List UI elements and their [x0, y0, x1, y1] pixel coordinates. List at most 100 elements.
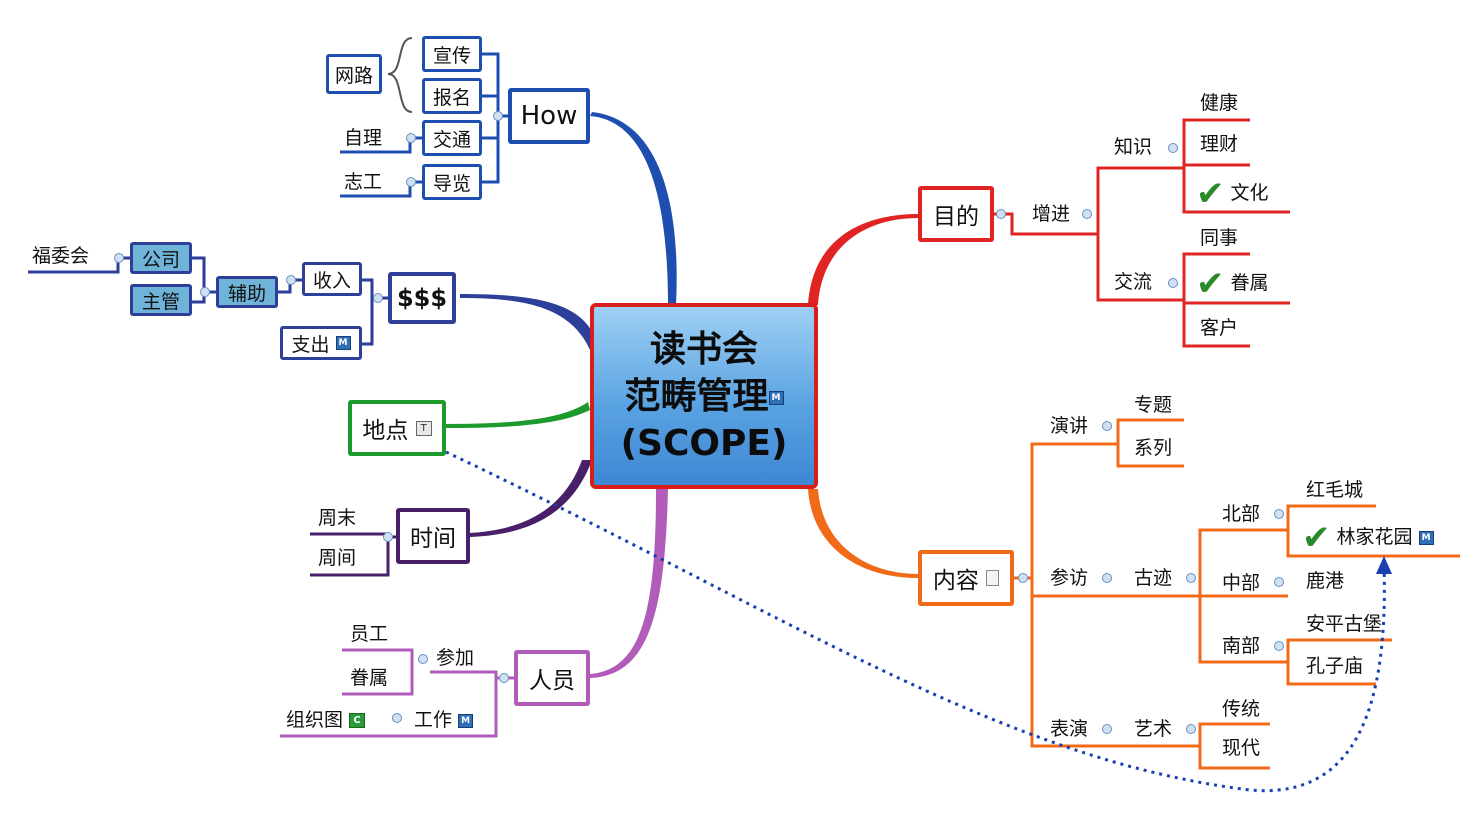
collapse-icon[interactable] — [1102, 421, 1112, 431]
topic-confucius-temple[interactable]: 孔子庙 — [1306, 655, 1364, 677]
topic-internet[interactable]: 网路 — [326, 54, 382, 94]
topic-guide[interactable]: 导览 — [422, 164, 482, 200]
collapse-icon[interactable] — [1274, 577, 1284, 587]
branch-how — [590, 112, 677, 305]
collapse-icon[interactable] — [418, 654, 428, 664]
topic-weekday[interactable]: 周间 — [318, 547, 357, 569]
topic-join[interactable]: 参加 — [436, 647, 475, 669]
collapse-icon[interactable] — [1102, 724, 1112, 734]
central-topic-line1: 读书会 — [649, 328, 758, 370]
topic-modern[interactable]: 现代 — [1222, 737, 1261, 759]
topic-heritage[interactable]: 古迹 — [1134, 567, 1173, 589]
topic-money[interactable]: $$$ — [388, 272, 456, 324]
topic-weekend[interactable]: 周末 — [318, 507, 357, 529]
topic-company[interactable]: 公司 — [130, 242, 192, 274]
topic-transport[interactable]: 交通 — [422, 120, 482, 156]
topic-welfare-committee[interactable]: 福委会 — [32, 245, 90, 267]
topic-lecture[interactable]: 演讲 — [1050, 415, 1089, 437]
topic-client[interactable]: 客户 — [1200, 317, 1239, 339]
collapse-icon[interactable] — [1274, 509, 1284, 519]
collapse-icon[interactable] — [1186, 724, 1196, 734]
marker-icon[interactable]: M — [458, 713, 474, 728]
checkmark-icon[interactable]: ✔ — [1302, 517, 1331, 558]
topic-visit[interactable]: 参访 — [1050, 567, 1089, 589]
topic-manager[interactable]: 主管 — [130, 284, 192, 316]
topic-publicity[interactable]: 宣传 — [422, 36, 482, 72]
note-icon[interactable] — [986, 570, 1000, 586]
topic-knowledge[interactable]: 知识 — [1114, 136, 1153, 158]
collapse-icon[interactable] — [406, 133, 416, 143]
collapse-icon[interactable] — [1018, 573, 1028, 583]
collapse-icon[interactable] — [1168, 278, 1178, 288]
topic-lin-garden[interactable]: ✔林家花园 M — [1302, 520, 1434, 555]
branch-place — [446, 402, 590, 428]
checkmark-icon[interactable]: ✔ — [1196, 263, 1225, 304]
collapse-icon[interactable] — [1186, 573, 1196, 583]
topic-performance[interactable]: 表演 — [1050, 718, 1089, 740]
topic-income[interactable]: 收入 — [302, 262, 362, 296]
collapse-icon[interactable] — [406, 177, 416, 187]
topic-expense[interactable]: 支出 M — [280, 326, 362, 360]
marker-icon[interactable]: M — [768, 390, 784, 405]
branch-money — [460, 294, 596, 350]
collapse-icon[interactable] — [1082, 209, 1092, 219]
branch-purpose — [808, 214, 918, 305]
relation-place-lin-garden — [445, 450, 1386, 793]
branch-time — [470, 460, 592, 537]
topic-culture[interactable]: ✔文化 — [1196, 173, 1269, 214]
topic-family[interactable]: ✔眷属 — [1196, 263, 1269, 304]
topic-south[interactable]: 南部 — [1222, 635, 1261, 657]
topic-work[interactable]: 工作 M — [414, 708, 474, 732]
collapse-icon[interactable] — [499, 673, 509, 683]
topic-time[interactable]: 时间 — [396, 508, 470, 564]
collapse-icon[interactable] — [1102, 573, 1112, 583]
topic-health[interactable]: 健康 — [1200, 92, 1239, 114]
topic-red-fort[interactable]: 红毛城 — [1306, 479, 1364, 501]
relation-arrowhead — [1376, 556, 1392, 574]
branch-people — [590, 489, 668, 678]
topic-purpose[interactable]: 目的 — [918, 186, 994, 242]
collapse-icon[interactable] — [1168, 143, 1178, 153]
collapse-icon[interactable] — [1274, 641, 1284, 651]
collapse-icon[interactable] — [373, 293, 383, 303]
topic-north[interactable]: 北部 — [1222, 503, 1261, 525]
collapse-icon[interactable] — [383, 532, 393, 542]
topic-self-arranged[interactable]: 自理 — [344, 127, 383, 149]
collapse-icon[interactable] — [114, 253, 124, 263]
topic-people[interactable]: 人员 — [514, 650, 590, 706]
checkmark-icon[interactable]: ✔ — [1196, 173, 1225, 214]
topic-series[interactable]: 系列 — [1134, 437, 1173, 459]
topic-assist[interactable]: 辅助 — [216, 276, 278, 308]
topic-traditional[interactable]: 传统 — [1222, 698, 1261, 720]
topic-anping-fort[interactable]: 安平古堡 — [1306, 613, 1383, 635]
branch-content — [808, 489, 918, 578]
collapse-icon[interactable] — [996, 209, 1006, 219]
central-topic-line3: (SCOPE) — [620, 422, 788, 464]
topic-colleague[interactable]: 同事 — [1200, 227, 1239, 249]
calendar-icon[interactable]: C — [349, 713, 366, 728]
topic-how[interactable]: How — [508, 88, 590, 144]
topic-volunteer[interactable]: 志工 — [344, 171, 383, 193]
topic-central[interactable]: 中部 — [1222, 572, 1261, 594]
topic-org-chart[interactable]: 组织图 C — [286, 708, 366, 732]
topic-staff[interactable]: 员工 — [350, 623, 389, 645]
collapse-icon[interactable] — [286, 275, 296, 285]
topic-family-member[interactable]: 眷属 — [350, 667, 389, 689]
collapse-icon[interactable] — [493, 111, 503, 121]
marker-icon[interactable]: M — [1418, 530, 1434, 545]
marker-icon[interactable]: M — [335, 336, 351, 350]
topic-exchange[interactable]: 交流 — [1114, 271, 1153, 293]
collapse-icon[interactable] — [392, 713, 402, 723]
text-icon[interactable]: T — [415, 420, 432, 436]
collapse-icon[interactable] — [200, 287, 210, 297]
topic-special[interactable]: 专题 — [1134, 394, 1173, 416]
topic-art[interactable]: 艺术 — [1134, 718, 1173, 740]
topic-lukang[interactable]: 鹿港 — [1306, 570, 1345, 592]
topic-content[interactable]: 内容 — [918, 550, 1014, 606]
topic-enhance[interactable]: 增进 — [1032, 203, 1071, 225]
topic-finance[interactable]: 理财 — [1200, 133, 1239, 155]
topic-registration[interactable]: 报名 — [422, 78, 482, 114]
topic-place[interactable]: 地点 T — [348, 400, 446, 456]
